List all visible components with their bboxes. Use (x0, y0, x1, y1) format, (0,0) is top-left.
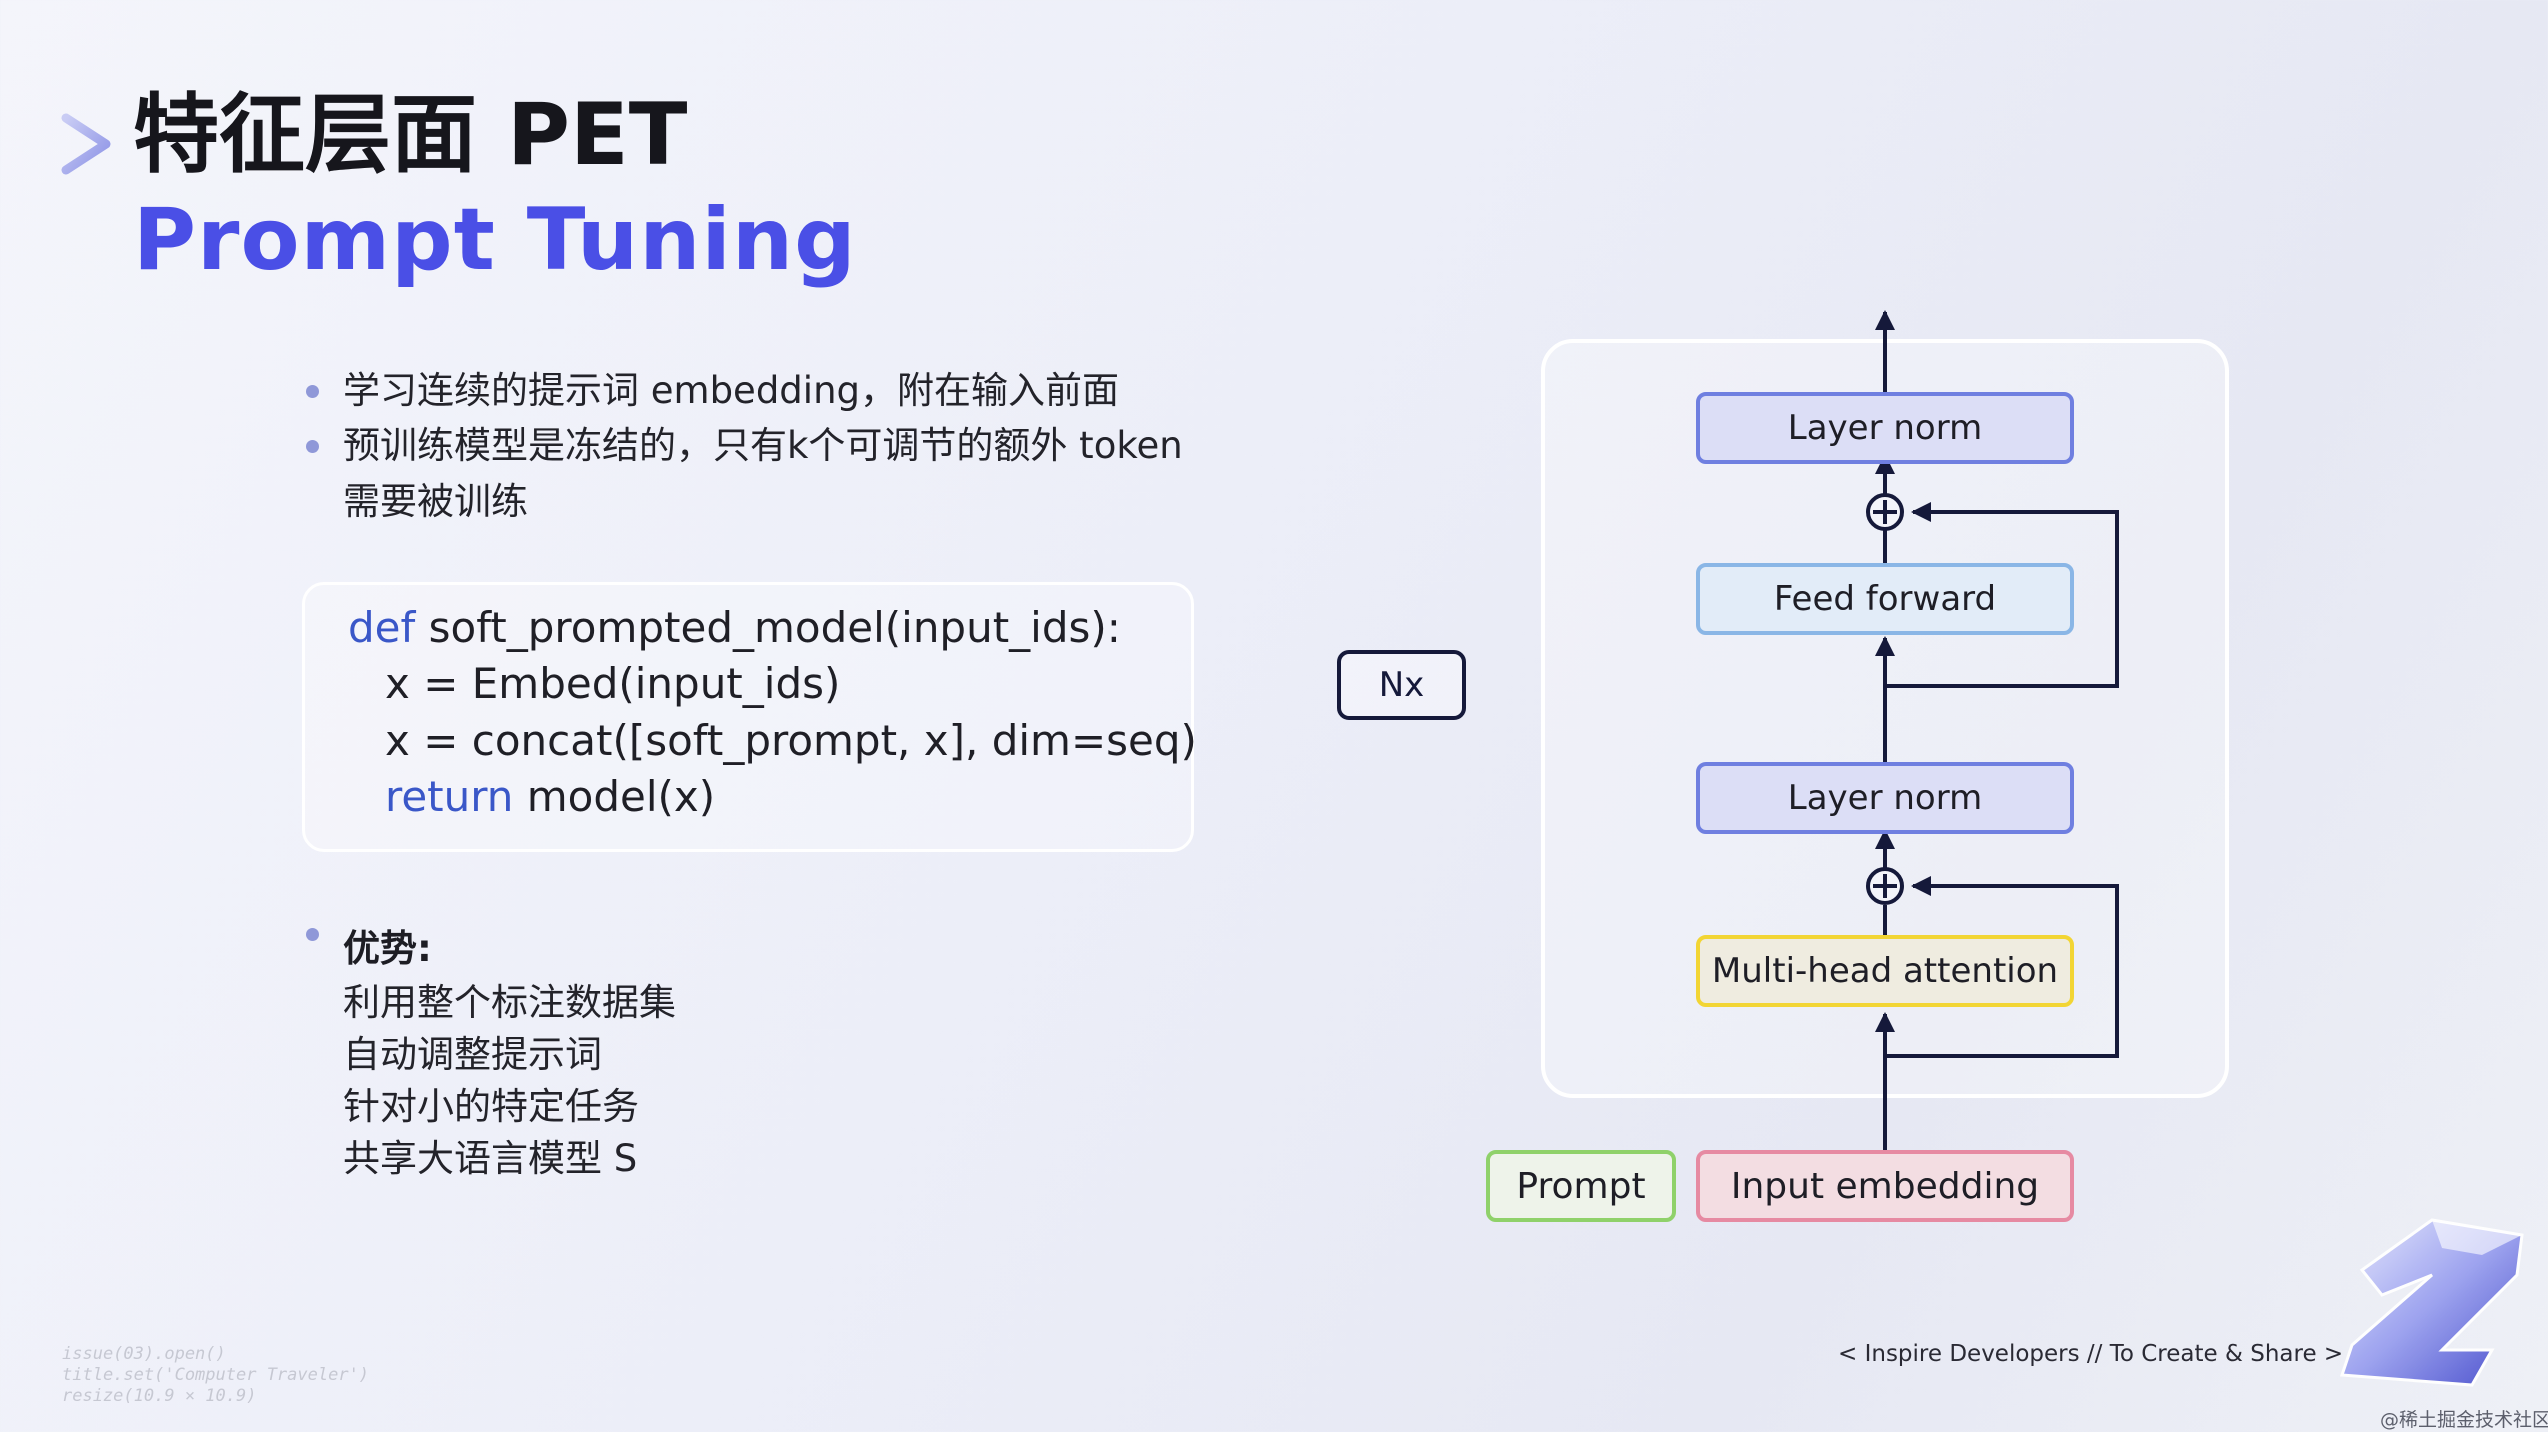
nx-box (1337, 650, 1466, 720)
code-text: model(x) (513, 772, 716, 821)
code-block (302, 582, 1194, 852)
advantage-item: 自动调整提示词 (343, 1033, 602, 1076)
input-embedding-node: Input embedding (1696, 1150, 2074, 1222)
page-subtitle: Prompt Tuning (133, 190, 857, 290)
footer-tagline: < Inspire Developers // To Create & Shar… (1838, 1341, 2344, 1367)
nx-label: Nx (1378, 665, 1425, 705)
advantage-item: 针对小的特定任务 (343, 1085, 639, 1128)
code-decoration: issue(03).open() title.set('Computer Tra… (62, 1344, 370, 1406)
bullet-dot (306, 385, 319, 398)
node-label: Multi-head attention (1711, 951, 2059, 991)
add-icon (1866, 867, 1904, 905)
page-title: 特征层面 PET (133, 85, 688, 185)
node-label: Feed forward (1773, 579, 1997, 619)
node-label: Prompt (1516, 1165, 1646, 1207)
code-line: return model(x) (385, 776, 715, 818)
code-line: x = Embed(input_ids) (385, 659, 841, 708)
residual-connection-2 (1885, 502, 2119, 688)
multi-head-attention-node: Multi-head attention (1696, 935, 2074, 1007)
bullet-item-continuation: 需要被训练 (343, 480, 528, 523)
layer-norm-bottom-node: Layer norm (1696, 762, 2074, 834)
node-label: Input embedding (1730, 1165, 2040, 1207)
bullet-item: 学习连续的提示词 embedding，附在输入前面 (343, 369, 1120, 412)
node-label: Layer norm (1787, 408, 1983, 448)
residual-connection-1 (1885, 876, 2119, 1058)
watermark: @稀土掘金技术社区 (2380, 1409, 2548, 1431)
advantage-item: 利用整个标注数据集 (343, 981, 676, 1024)
chevron-icon (61, 113, 111, 175)
advantages-heading: 优势: (343, 927, 432, 970)
bullet-dot (306, 440, 319, 453)
code-keyword: return (385, 772, 514, 821)
bullet-dot (306, 928, 319, 941)
advantage-item: 共享大语言模型 S (343, 1137, 638, 1180)
brand-logo-icon (2339, 1218, 2524, 1387)
add-icon (1866, 493, 1904, 531)
code-line: def soft_prompted_model(input_ids): (348, 607, 1121, 649)
node-label: Layer norm (1787, 778, 1983, 818)
code-text: soft_prompted_model(input_ids): (415, 603, 1121, 652)
prompt-node: Prompt (1486, 1150, 1676, 1222)
code-line: x = concat([soft_prompt, x], dim=seq) (385, 716, 1197, 765)
bullet-item: 预训练模型是冻结的，只有k个可调节的额外 token (343, 424, 1183, 467)
feed-forward-node: Feed forward (1696, 563, 2074, 635)
code-keyword: def (348, 603, 416, 652)
layer-norm-top-node: Layer norm (1696, 392, 2074, 464)
